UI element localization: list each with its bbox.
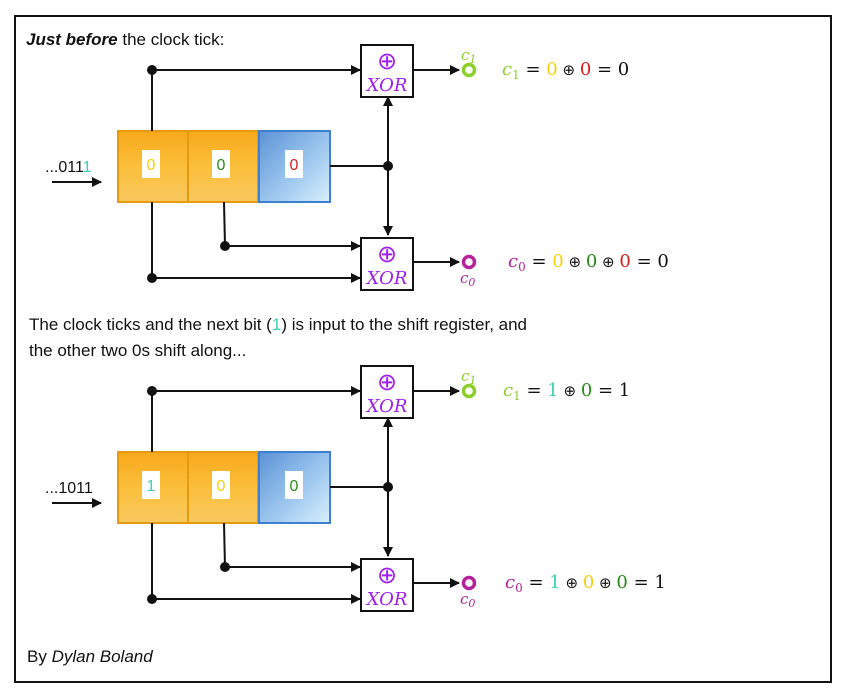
output-label-c1: c1: [461, 46, 476, 66]
register-cell-2-value-box: [212, 471, 230, 499]
author-credit: By Dylan Boland: [27, 647, 153, 667]
tap-wire-middle: [223, 522, 226, 568]
tap-wire-middle: [223, 201, 226, 247]
credit-prefix: By: [27, 647, 52, 666]
middle-caption-line1: The clock ticks and the next bit (1) is …: [29, 315, 527, 335]
xor-gate-lower-label: XOR: [365, 589, 408, 610]
register-cell-1-value: 1: [147, 478, 156, 495]
output-node-c1: [461, 383, 477, 399]
output-label-c1: c1: [461, 367, 476, 387]
top-caption: Just before the clock tick:: [26, 30, 224, 50]
xor-gate-lower: [360, 237, 414, 291]
register-cell-2-value: 0: [217, 157, 226, 174]
xor-gate-upper-label: XOR: [365, 75, 408, 96]
output-node-c0: [461, 575, 477, 591]
middle-caption-bit: 1: [271, 315, 282, 334]
middle-caption-line2: the other two 0s shift along...: [29, 341, 247, 360]
equation-c0: c0 = 1 ⊕ 0 ⊕ 0 = 1: [505, 572, 666, 595]
diagram-frame: [14, 15, 832, 683]
middle-caption-post: ) is input to the shift register, and: [281, 315, 527, 334]
xor-gate-upper-symbol: ⊕: [377, 47, 397, 75]
register-cell-2-value-box: [212, 150, 230, 178]
xor-gate-lower-label: XOR: [365, 268, 408, 289]
register-cell-2-value: 0: [217, 478, 226, 495]
xor-gate-lower: [360, 558, 414, 612]
equation-c1: c1 = 1 ⊕ 0 = 1: [503, 380, 630, 403]
xor-gate-upper-label: XOR: [365, 396, 408, 417]
output-node-c1: [461, 62, 477, 78]
xor-gate-upper-symbol: ⊕: [377, 368, 397, 396]
output-label-c0: c0: [460, 590, 475, 610]
register-cell-1-value-box: [142, 471, 160, 499]
top-caption-rest: the clock tick:: [117, 30, 225, 49]
register-cell-1-value: 0: [147, 157, 156, 174]
middle-caption-pre: The clock ticks and the next bit (: [29, 315, 272, 334]
xor-gate-lower-symbol: ⊕: [377, 561, 397, 589]
equation-c1: c1 = 0 ⊕ 0 = 0: [502, 59, 629, 82]
register-cell-3-value: 0: [290, 157, 299, 174]
output-label-c0: c0: [460, 269, 475, 289]
xor-gate-lower-symbol: ⊕: [377, 240, 397, 268]
register-cell-1-value-box: [142, 150, 160, 178]
input-bits-label: ...0111: [45, 159, 92, 176]
input-bits-label: ...1011: [45, 480, 93, 497]
output-node-c0: [461, 254, 477, 270]
register-cell-3-value: 0: [290, 478, 299, 495]
equation-c0: c0 = 0 ⊕ 0 ⊕ 0 = 0: [508, 251, 669, 274]
top-caption-bold: Just before: [26, 30, 118, 49]
register-cell-3-value-box: [285, 471, 303, 499]
register-cell-3-value-box: [285, 150, 303, 178]
credit-author: Dylan Boland: [51, 647, 153, 666]
